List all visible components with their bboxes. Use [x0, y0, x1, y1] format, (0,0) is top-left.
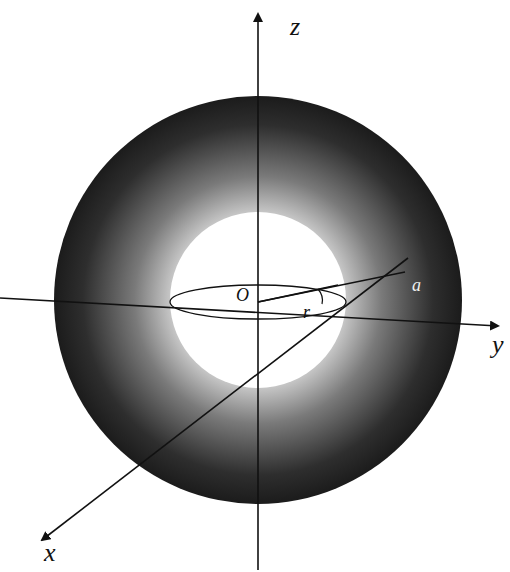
z-axis	[257, 14, 259, 570]
axis-label: z	[290, 14, 300, 40]
y-axis	[0, 298, 498, 326]
radius-label: a	[412, 276, 421, 294]
axis-label: x	[44, 540, 56, 566]
axis-label: y	[492, 332, 504, 358]
radius-r-line	[258, 285, 338, 302]
radius-label: r	[303, 303, 310, 321]
x-axis	[42, 258, 408, 540]
angle-arc	[318, 289, 323, 304]
origin-label: O	[236, 286, 249, 304]
radius-a-line	[258, 272, 405, 302]
